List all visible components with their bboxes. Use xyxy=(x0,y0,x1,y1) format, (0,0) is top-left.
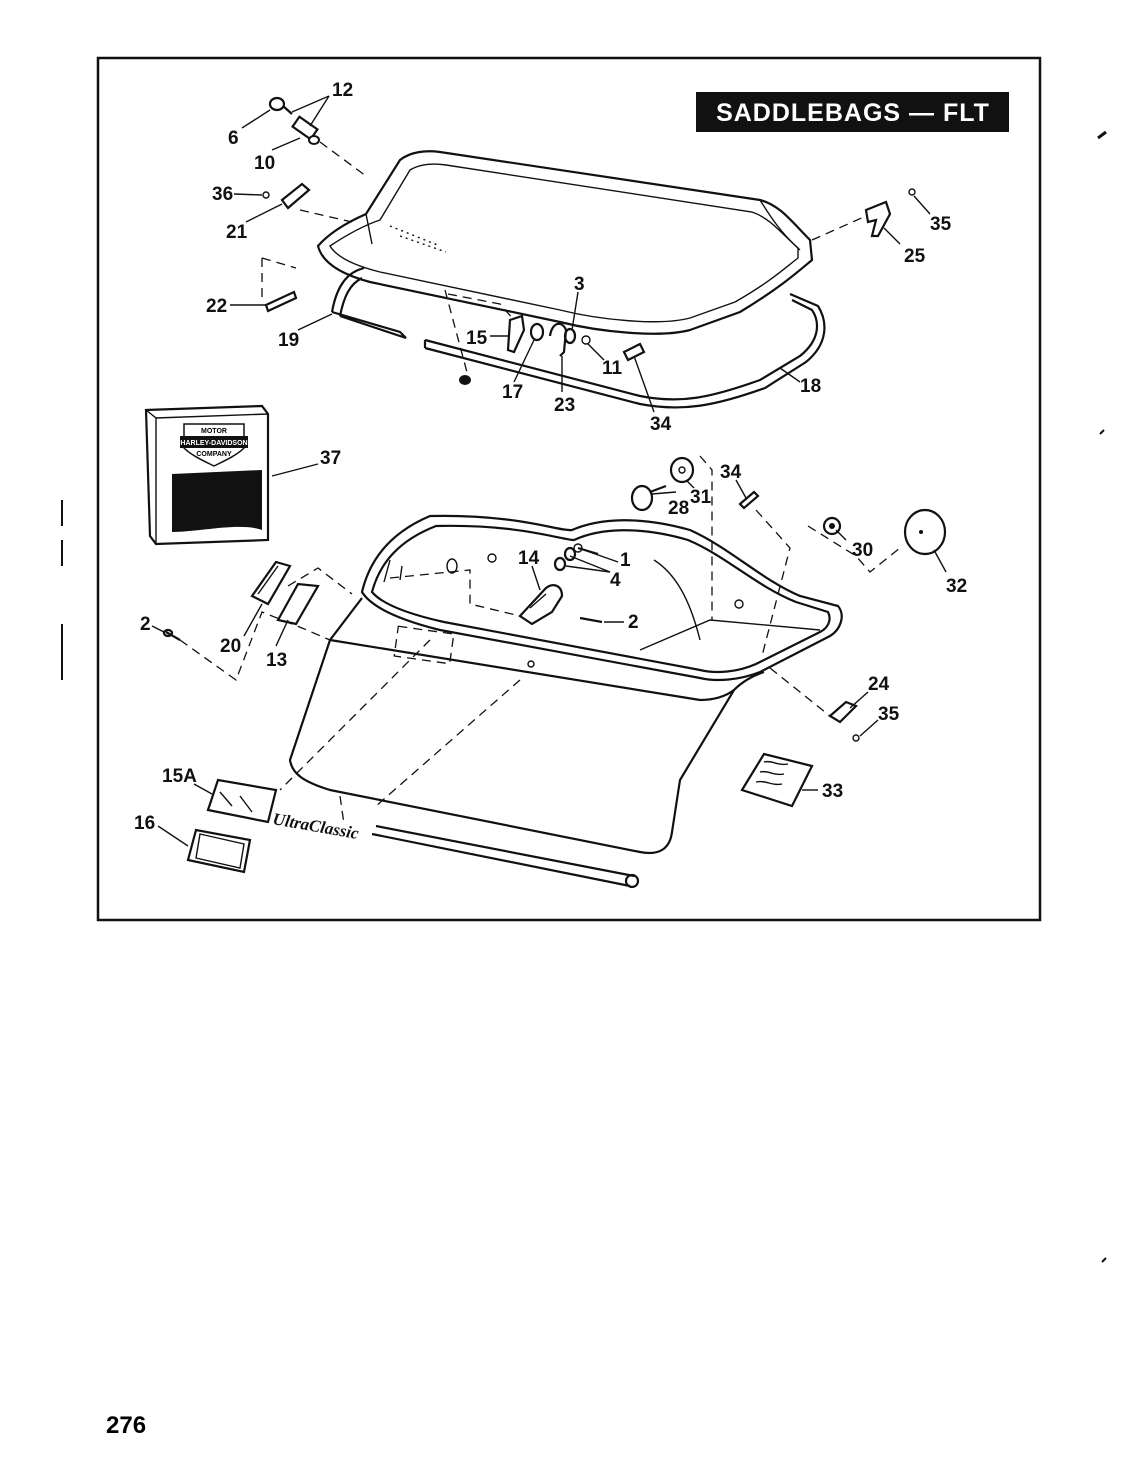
callout-37: 37 xyxy=(320,448,341,469)
callout-35-body: 35 xyxy=(878,704,900,725)
diagram-border xyxy=(96,56,1042,922)
lid-hardware xyxy=(262,96,916,385)
callout-12: 12 xyxy=(332,80,353,101)
callout-2-left: 2 xyxy=(140,614,151,635)
svg-text:MOTOR: MOTOR xyxy=(201,428,227,435)
ultra-classic-emblem: UltraClassic xyxy=(271,809,360,843)
callout-24: 24 xyxy=(868,674,890,695)
callout-34-lid: 34 xyxy=(650,414,672,435)
callout-20: 20 xyxy=(220,636,241,657)
callout-36: 36 xyxy=(212,184,233,205)
callout-21: 21 xyxy=(226,222,248,243)
scan-marks xyxy=(61,130,1107,1263)
callout-2-right: 2 xyxy=(628,612,639,633)
svg-text:HARLEY-DAVIDSON: HARLEY-DAVIDSON xyxy=(180,440,247,447)
callout-22: 22 xyxy=(206,296,227,317)
saddlebag-lid xyxy=(316,150,814,335)
callout-6: 6 xyxy=(228,128,239,149)
callout-4: 4 xyxy=(610,570,621,591)
lid-side-rail xyxy=(330,266,407,340)
callout-13: 13 xyxy=(266,650,287,671)
callout-35-lid: 35 xyxy=(930,214,952,235)
callout-19: 19 xyxy=(278,330,299,351)
callout-18: 18 xyxy=(800,376,821,397)
callout-15A: 15A xyxy=(162,766,197,787)
callout-30: 30 xyxy=(852,540,873,561)
callout-25: 25 xyxy=(904,246,926,267)
callout-16: 16 xyxy=(134,813,155,834)
callout-1: 1 xyxy=(620,550,631,571)
saddlebag-body xyxy=(288,514,843,855)
decal-kit-box: MOTOR HARLEY-DAVIDSON COMPANY xyxy=(144,404,270,546)
page-number: 276 xyxy=(106,1412,147,1439)
callout-3: 3 xyxy=(574,274,585,295)
callout-11: 11 xyxy=(602,358,623,379)
callout-31: 31 xyxy=(690,487,712,508)
svg-text:COMPANY: COMPANY xyxy=(196,451,232,458)
title-badge: SADDLEBAGS — FLT xyxy=(696,92,1009,132)
callout-leaders xyxy=(151,95,947,847)
callout-23: 23 xyxy=(554,395,575,416)
callout-32: 32 xyxy=(946,576,967,597)
lid-assembly-lines xyxy=(261,141,867,377)
callout-10: 10 xyxy=(254,153,275,174)
callout-14: 14 xyxy=(518,548,540,569)
callout-17: 17 xyxy=(502,382,523,403)
body-hardware: UltraClassic xyxy=(162,456,947,889)
callout-labels: 12 6 10 36 21 22 19 15 17 3 11 23 34 18 … xyxy=(134,80,967,834)
callout-34-body: 34 xyxy=(720,462,742,483)
body-assembly-lines xyxy=(179,455,901,825)
harley-logo-icon: MOTOR HARLEY-DAVIDSON COMPANY xyxy=(180,423,248,467)
callout-28: 28 xyxy=(668,498,689,519)
lid-trim-rail xyxy=(423,292,826,409)
callout-33: 33 xyxy=(822,781,843,802)
diagram-title: SADDLEBAGS — FLT xyxy=(716,99,990,127)
callout-15: 15 xyxy=(466,328,488,349)
